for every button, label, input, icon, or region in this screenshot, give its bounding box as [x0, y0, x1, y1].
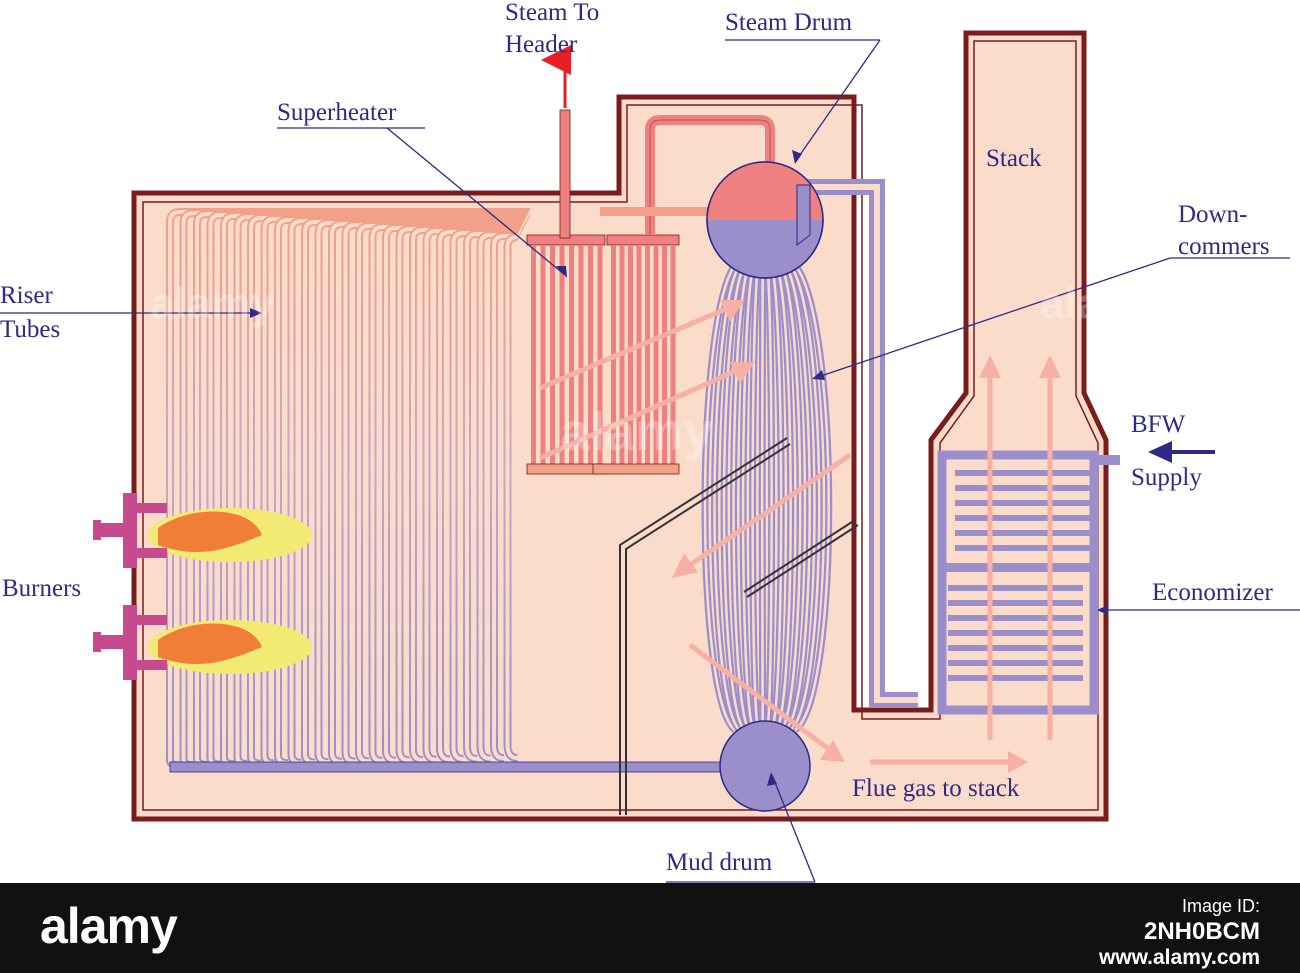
- flue-gas-flow-arrows: [538, 300, 1061, 773]
- label-riser-2: Tubes: [0, 316, 60, 343]
- label-downcomers-1: Down-: [1178, 201, 1247, 228]
- bottom-header: [169, 761, 731, 773]
- label-flue-gas: Flue gas to stack: [852, 775, 1020, 802]
- burner-lower: [93, 605, 312, 680]
- watermark-right: alamy: [1040, 279, 1165, 328]
- burner-upper: [93, 493, 312, 568]
- footer-bar: alamy Image ID: 2NH0BCM www.alamy.com: [0, 883, 1300, 973]
- label-superheater: Superheater: [277, 99, 397, 126]
- label-riser-1: Riser: [0, 282, 53, 309]
- mud-drum: [719, 720, 811, 812]
- label-economizer: Economizer: [1152, 579, 1273, 606]
- label-downcomers-2: commers: [1178, 233, 1270, 260]
- label-stack: Stack: [986, 145, 1042, 172]
- bfw-arrow-head: [1148, 441, 1172, 463]
- label-steam-to-header-1: Steam To: [505, 0, 599, 26]
- baffles: [619, 437, 859, 815]
- economizer-coil: [937, 450, 1120, 715]
- label-burners: Burners: [2, 575, 81, 602]
- footer-image-id: 2NH0BCM: [1143, 918, 1260, 945]
- footer-image-id-label: Image ID:: [1181, 896, 1260, 916]
- label-mud-drum: Mud drum: [666, 849, 773, 876]
- watermark-left: alamy: [150, 279, 275, 328]
- leader-lines: [0, 39, 1300, 883]
- footer-logo: alamy: [40, 898, 178, 954]
- footer-site: www.alamy.com: [1098, 946, 1260, 969]
- watermark-center: alamy: [560, 402, 713, 462]
- footer-image-info: Image ID: 2NH0BCM www.alamy.com: [1099, 893, 1260, 971]
- label-bfw-1: BFW: [1131, 411, 1186, 438]
- label-steam-to-header-2: Header: [505, 31, 578, 58]
- label-bfw-2: Supply: [1131, 464, 1202, 491]
- label-steam-drum: Steam Drum: [725, 9, 853, 36]
- steam-drum: [706, 161, 824, 279]
- boiler-diagram: Steam To Header Steam Drum Superheater S…: [0, 0, 1300, 883]
